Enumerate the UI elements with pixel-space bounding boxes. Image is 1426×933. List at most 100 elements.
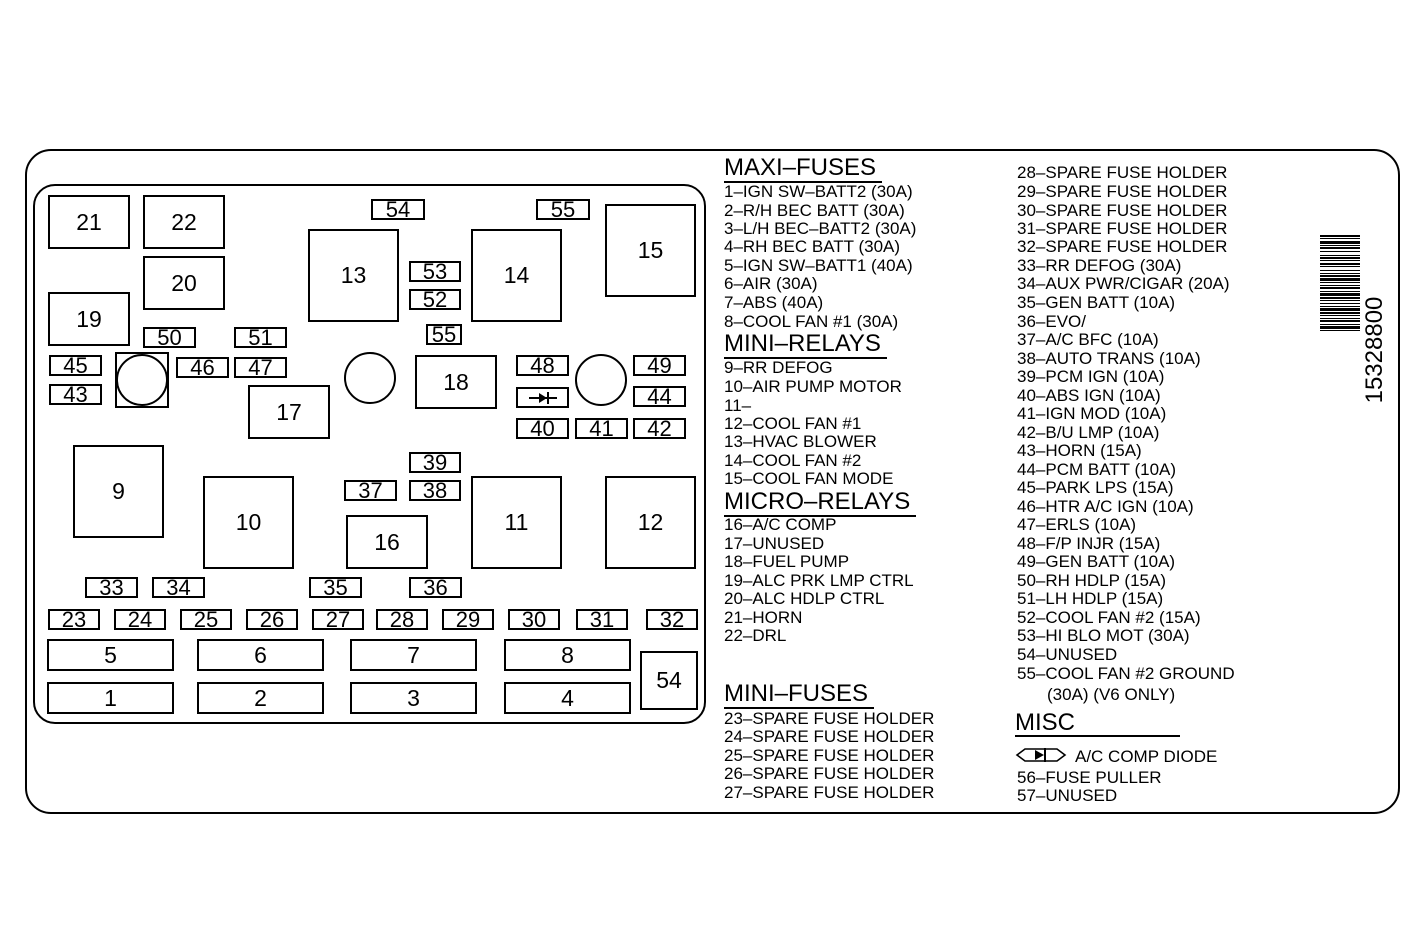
relay-21: 21 — [48, 195, 130, 249]
fuse-37-label: 37 — [358, 477, 383, 503]
relay-9: 9 — [73, 445, 164, 538]
legend-line: 25–SPARE FUSE HOLDER — [724, 746, 935, 765]
relay-17-label: 17 — [276, 398, 302, 425]
legend-line: 23–SPARE FUSE HOLDER — [724, 709, 935, 728]
maxi-fuse-8: 8 — [504, 639, 631, 671]
round-holder-right-circle — [575, 354, 627, 406]
legend-line: 31–SPARE FUSE HOLDER — [1017, 219, 1228, 238]
legend-line: 56–FUSE PULLER — [1017, 768, 1162, 787]
fuse-46-label: 46 — [190, 354, 215, 380]
legend-line: 50–RH HDLP (15A) — [1017, 571, 1166, 590]
maxi-fuse-7: 7 — [350, 639, 477, 671]
legend-line: 48–F/P INJR (15A) — [1017, 534, 1161, 553]
diode-label: A/C COMP DIODE — [1075, 747, 1218, 766]
legend-line: 33–RR DEFOG (30A) — [1017, 256, 1182, 275]
legend-line: 39–PCM IGN (10A) — [1017, 367, 1165, 386]
fuse-51: 51 — [234, 326, 287, 348]
fuse-47: 47 — [234, 356, 287, 378]
fuse-43-label: 43 — [63, 381, 88, 407]
legend-line: 36–EVO/ — [1017, 312, 1086, 331]
barcode-bar — [1320, 245, 1360, 246]
maxi-fuse-6-label: 6 — [254, 641, 267, 668]
legend-line: 7–ABS (40A) — [724, 293, 824, 312]
relay-20: 20 — [143, 256, 225, 310]
maxi-fuse-2-label: 2 — [254, 684, 267, 711]
relay-12-label: 12 — [637, 509, 664, 535]
fuse-54-bottom-label: 54 — [656, 667, 682, 693]
diode-holder — [516, 387, 569, 408]
barcode-bar — [1320, 306, 1360, 307]
fuse-34: 34 — [152, 576, 205, 598]
legend-line: 53–HI BLO MOT (30A) — [1017, 626, 1190, 645]
legend-line: 4–RH BEC BATT (30A) — [724, 237, 901, 256]
legend-line: 44–PCM BATT (10A) — [1017, 460, 1177, 479]
relay-14-label: 14 — [503, 262, 530, 288]
relay-22-label: 22 — [171, 208, 197, 235]
barcode-bar — [1320, 293, 1360, 296]
fuse-52-label: 52 — [422, 286, 448, 312]
legend-line: 28–SPARE FUSE HOLDER — [1017, 163, 1228, 182]
fuse-29: 29 — [442, 606, 494, 632]
legend-line: 57–UNUSED — [1017, 786, 1118, 805]
legend-line: 38–AUTO TRANS (10A) — [1017, 349, 1201, 368]
legend-line: 37–A/C BFC (10A) — [1017, 330, 1159, 349]
fuse-32: 32 — [646, 608, 698, 630]
fuse-55-top: 55 — [536, 198, 590, 220]
legend-line: 41–IGN MOD (10A) — [1017, 404, 1167, 423]
relay-16-label: 16 — [374, 528, 400, 555]
legend-line: 15–COOL FAN MODE — [724, 469, 894, 488]
barcode-bar — [1320, 235, 1360, 237]
legend-line: 42–B/U LMP (10A) — [1017, 423, 1160, 442]
relay-20-label: 20 — [171, 269, 197, 296]
legend-line: 10–AIR PUMP MOTOR — [724, 377, 902, 396]
fuse-31: 31 — [576, 608, 628, 630]
relay-13: 13 — [308, 229, 399, 322]
legend-line: 19–ALC PRK LMP CTRL — [724, 571, 914, 590]
legend-line: 51–LH HDLP (15A) — [1017, 589, 1164, 608]
fuse-42-label: 42 — [647, 415, 672, 441]
legend-line: 40–ABS IGN (10A) — [1017, 386, 1161, 405]
fuse-50-label: 50 — [157, 324, 182, 350]
fuse-44-label: 44 — [647, 383, 672, 409]
fuse-53-label: 53 — [422, 258, 448, 284]
fuse-54-top-label: 54 — [385, 196, 411, 222]
fuse-46: 46 — [176, 354, 229, 380]
maxi-fuse-1-label: 1 — [104, 684, 117, 711]
relay-10: 10 — [203, 476, 294, 569]
fuse-28-label: 28 — [389, 606, 415, 632]
relay-10-label: 10 — [235, 509, 262, 535]
fuse-23-label: 23 — [61, 606, 87, 632]
legend-line: 52–COOL FAN #2 (15A) — [1017, 608, 1201, 627]
relay-19: 19 — [48, 292, 130, 346]
relay-17: 17 — [248, 385, 330, 439]
fuse-24: 24 — [114, 608, 166, 630]
barcode-bar — [1320, 291, 1360, 292]
fuse-49: 49 — [633, 352, 686, 378]
relay-11-label: 11 — [504, 509, 529, 535]
legend-line: 29–SPARE FUSE HOLDER — [1017, 182, 1228, 201]
fuse-25-label: 25 — [193, 606, 219, 632]
legend-line: (30A) (V6 ONLY) — [1047, 685, 1176, 704]
maxi-fuse-8-label: 8 — [561, 641, 574, 668]
fuse-39: 39 — [409, 451, 461, 473]
legend-line: 24–SPARE FUSE HOLDER — [724, 727, 935, 746]
barcode-bar — [1320, 312, 1360, 314]
fuse-27: 27 — [312, 608, 364, 630]
legend-line: 45–PARK LPS (15A) — [1017, 478, 1174, 497]
barcode-bar — [1320, 282, 1360, 283]
legend-line: 13–HVAC BLOWER — [724, 432, 877, 451]
relay-18-label: 18 — [443, 368, 469, 395]
misc-underline — [1015, 735, 1180, 737]
legend-line: 32–SPARE FUSE HOLDER — [1017, 237, 1228, 256]
part-number: 15328800 — [1361, 296, 1388, 404]
legend-line: 12–COOL FAN #1 — [724, 414, 862, 433]
fuse-45-label: 45 — [63, 352, 88, 378]
legend-line: 11– — [724, 396, 752, 415]
fuse-49-label: 49 — [647, 352, 672, 378]
legend-line: 8–COOL FAN #1 (30A) — [724, 312, 899, 331]
fuse-29-label: 29 — [455, 606, 481, 632]
micro-relays-heading: MICRO–RELAYS — [724, 489, 917, 517]
label-outline — [25, 149, 1400, 814]
fuse-26: 26 — [246, 608, 298, 630]
